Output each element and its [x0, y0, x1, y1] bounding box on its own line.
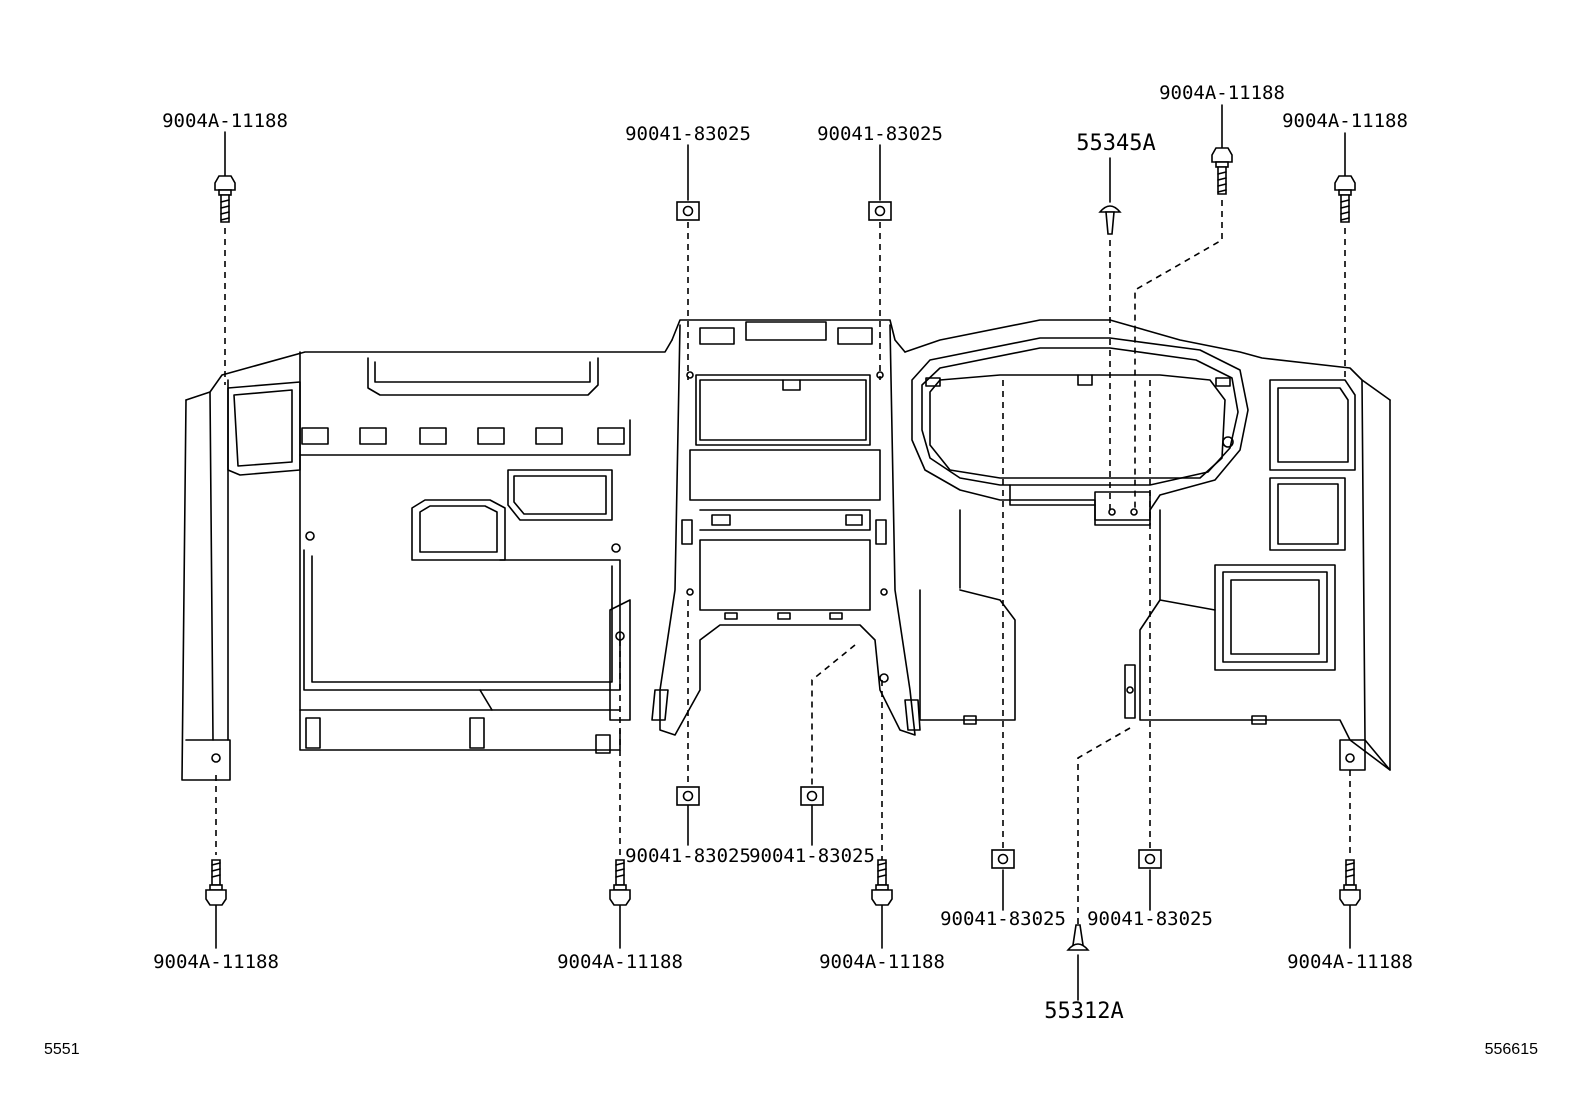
label-nut-bottom-center-1: 90041-83025 — [625, 845, 751, 867]
label-nut-bottom-right-2: 90041-83025 — [1087, 908, 1213, 930]
label-bolt-bottom-center-left: 9004A-11188 — [557, 951, 683, 973]
part-labels: 9004A-11188 90041-83025 90041-83025 5534… — [44, 82, 1538, 1058]
clip-nut-bottom-center-1 — [676, 786, 700, 806]
leader-lines — [215, 104, 1351, 1001]
instrument-panel-assembly — [181, 319, 1391, 781]
clip-nut-bottom-center-2 — [800, 786, 824, 806]
clip-top — [1098, 205, 1122, 235]
label-nut-bottom-right-1: 90041-83025 — [940, 908, 1066, 930]
label-bolt-bottom-left: 9004A-11188 — [153, 951, 279, 973]
bolt-bottom-right — [1339, 859, 1361, 906]
bolt-top-left — [214, 175, 236, 223]
footer-ref-right: 556615 — [1485, 1041, 1538, 1058]
bolt-bottom-left — [205, 859, 227, 906]
bolt-bottom-center — [871, 859, 893, 906]
label-clip-bottom: 55312A — [1044, 999, 1123, 1024]
bolt-top-right-inner — [1211, 147, 1233, 195]
bolt-top-right — [1334, 175, 1356, 223]
label-bolt-bottom-center: 9004A-11188 — [819, 951, 945, 973]
label-nut-bottom-center-2: 90041-83025 — [749, 845, 875, 867]
clip-nut-bottom-right-2 — [1138, 849, 1162, 869]
footer-ref-left: 5551 — [44, 1041, 80, 1058]
clip-nut-top-center-right — [868, 201, 892, 221]
label-clip-top: 55345A — [1076, 131, 1155, 156]
label-nut-top-center-left: 90041-83025 — [625, 123, 751, 145]
label-bolt-top-left: 9004A-11188 — [162, 110, 288, 132]
label-bolt-top-right: 9004A-11188 — [1282, 110, 1408, 132]
bolt-bottom-center-left — [609, 859, 631, 906]
clip-bottom — [1066, 924, 1090, 951]
label-bolt-bottom-right: 9004A-11188 — [1287, 951, 1413, 973]
clip-nut-top-center-left — [676, 201, 700, 221]
label-bolt-top-right-inner: 9004A-11188 — [1159, 82, 1285, 104]
clip-nut-bottom-right-1 — [991, 849, 1015, 869]
label-nut-top-center-right: 90041-83025 — [817, 123, 943, 145]
